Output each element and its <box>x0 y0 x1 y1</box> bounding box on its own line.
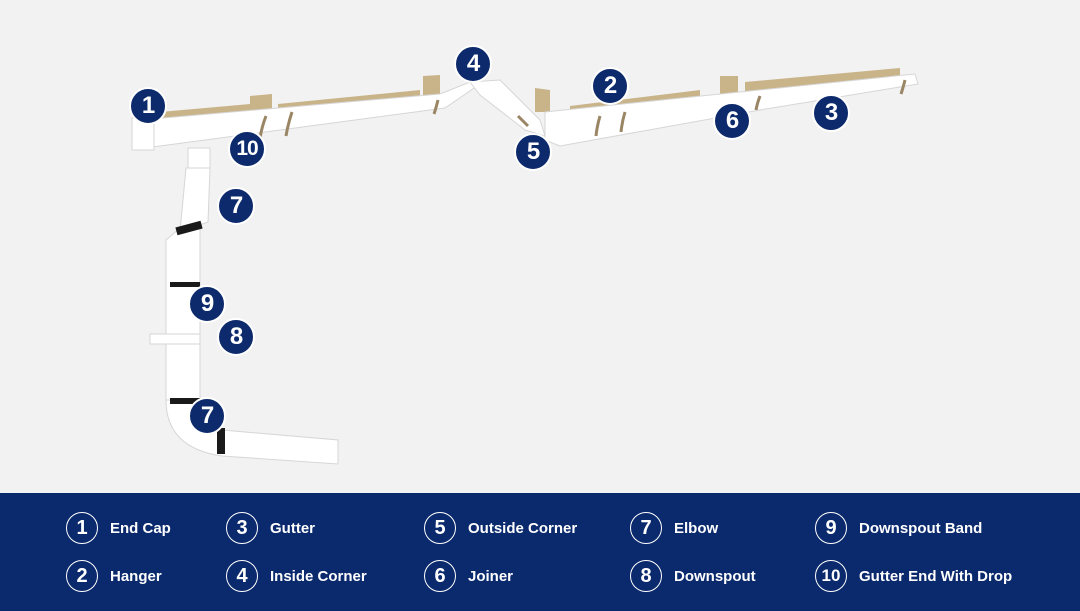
callout-elbow-top: 7 <box>217 187 255 225</box>
gutter-system-illustration <box>131 68 919 465</box>
legend-number: 10 <box>815 560 847 592</box>
legend-item: 6 Joiner <box>424 560 513 592</box>
callout-gutter-end-with-drop: 10 <box>228 130 266 168</box>
callout-gutter: 3 <box>812 94 850 132</box>
callout-downspout-band: 9 <box>188 285 226 323</box>
callout-elbow-bottom: 7 <box>188 397 226 435</box>
legend-number: 8 <box>630 560 662 592</box>
legend-number: 4 <box>226 560 258 592</box>
legend-number: 5 <box>424 512 456 544</box>
legend-item: 3 Gutter <box>226 512 315 544</box>
legend-number: 3 <box>226 512 258 544</box>
callout-inside-corner: 4 <box>454 45 492 83</box>
legend-label: Joiner <box>468 567 514 585</box>
legend-number: 9 <box>815 512 847 544</box>
legend-item: 9 Downspout Band <box>815 512 982 544</box>
legend-label: Gutter <box>270 519 315 537</box>
callout-hanger: 2 <box>591 67 629 105</box>
legend-label: Downspout Band <box>859 519 983 537</box>
legend-label: Outside Corner <box>468 519 578 537</box>
legend-number: 2 <box>66 560 98 592</box>
legend-label: Gutter End With Drop <box>859 567 1013 585</box>
legend-item: 1 End Cap <box>66 512 171 544</box>
callout-downspout: 8 <box>217 318 255 356</box>
downspout <box>149 147 339 465</box>
callout-end-cap: 1 <box>129 87 167 125</box>
legend-label: Elbow <box>674 519 719 537</box>
legend-label: Hanger <box>110 567 162 585</box>
legend-item: 4 Inside Corner <box>226 560 367 592</box>
legend-item: 5 Outside Corner <box>424 512 577 544</box>
legend-label: Inside Corner <box>270 567 367 585</box>
legend-label: End Cap <box>110 519 171 537</box>
downspout-bands <box>170 220 225 454</box>
legend-number: 6 <box>424 560 456 592</box>
legend-label: Downspout <box>674 567 756 585</box>
legend-item: 2 Hanger <box>66 560 162 592</box>
legend-number: 1 <box>66 512 98 544</box>
callout-joiner: 6 <box>713 102 751 140</box>
legend-item: 7 Elbow <box>630 512 718 544</box>
legend-number: 7 <box>630 512 662 544</box>
callout-outside-corner: 5 <box>514 133 552 171</box>
legend-item: 8 Downspout <box>630 560 756 592</box>
legend-item: 10 Gutter End With Drop <box>815 560 1012 592</box>
